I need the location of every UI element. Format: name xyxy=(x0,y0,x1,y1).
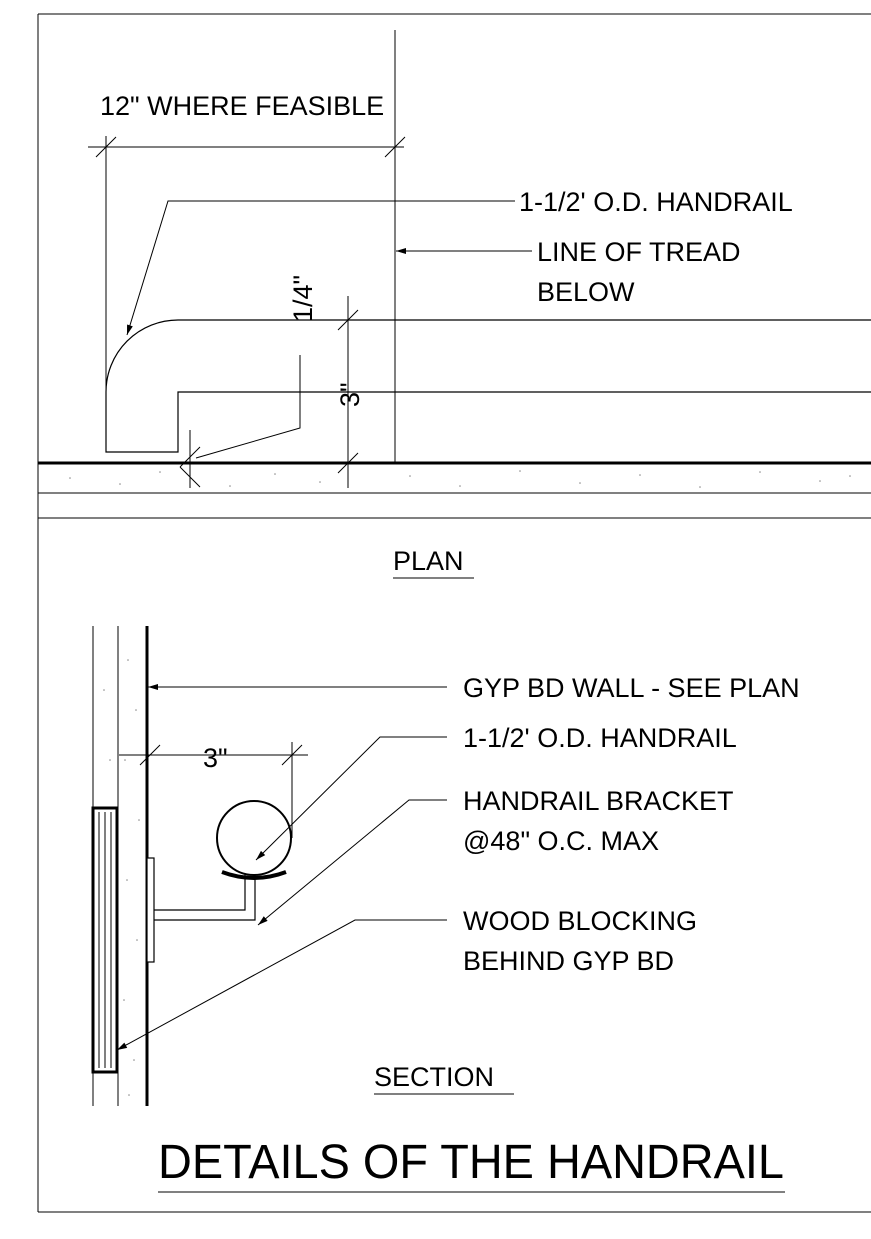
plan-handrail xyxy=(105,319,871,453)
handrail-bracket xyxy=(146,857,256,963)
leader-bracket xyxy=(257,799,447,926)
dim-vertical-line xyxy=(179,296,359,488)
dim-three-label: 3" xyxy=(335,382,365,407)
dim-12-label: 12" WHERE FEASIBLE xyxy=(100,91,384,121)
plan-caption: PLAN xyxy=(393,546,464,576)
handrail-section xyxy=(216,800,292,880)
callout-wall: GYP BD WALL - SEE PLAN xyxy=(463,673,800,703)
leader-handrail xyxy=(126,200,515,336)
dim-quarter-label: 1/4" xyxy=(288,275,318,322)
drawing-title: DETAILS OF THE HANDRAIL xyxy=(158,1136,784,1189)
callout-bracket-2: @48" O.C. MAX xyxy=(463,826,659,856)
callout-blocking-1: WOOD BLOCKING xyxy=(463,906,697,936)
callout-handrail: 1-1/2' O.D. HANDRAIL xyxy=(519,187,793,217)
leader-blocking xyxy=(116,919,447,1051)
dim-section-line xyxy=(119,742,308,838)
section-view: 3" GYP BD WALL - SEE PLAN 1-1/2' O.D. HA… xyxy=(91,626,800,1106)
plan-view: 12" WHERE FEASIBLE 1/4" 3" 1-1/2' O.D. H… xyxy=(38,30,871,579)
callout-tread-2: BELOW xyxy=(537,277,635,307)
dim-12-line xyxy=(88,136,406,390)
section-wall-hatch xyxy=(103,659,140,1096)
callout-blocking-2: BEHIND GYP BD xyxy=(463,946,674,976)
plan-wall xyxy=(38,461,871,519)
callout-tread-1: LINE OF TREAD xyxy=(537,237,741,267)
leader-section-handrail xyxy=(255,736,447,861)
dim-section-label: 3" xyxy=(203,743,228,773)
section-caption: SECTION xyxy=(374,1062,494,1092)
sheet-border xyxy=(37,13,871,1213)
plan-wall-hatch xyxy=(69,470,851,488)
wood-blocking xyxy=(91,806,119,1074)
callout-bracket-1: HANDRAIL BRACKET xyxy=(463,786,734,816)
callout-section-handrail: 1-1/2' O.D. HANDRAIL xyxy=(463,723,737,753)
